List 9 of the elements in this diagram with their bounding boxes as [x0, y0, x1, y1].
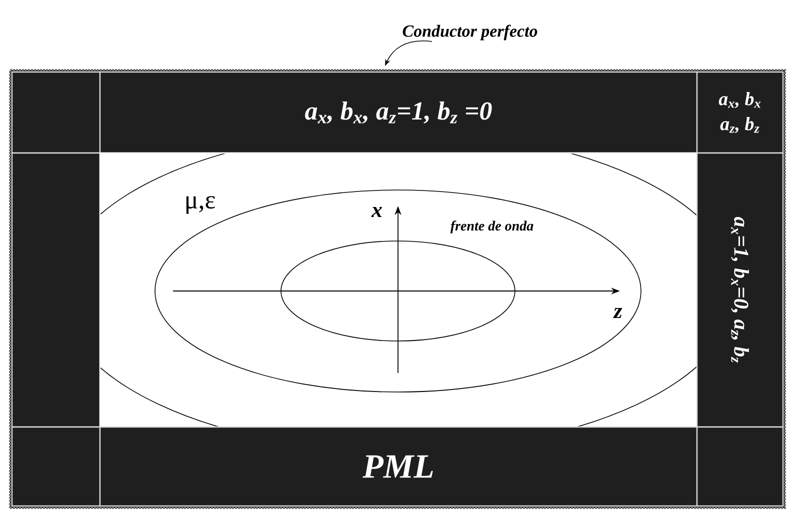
pml-band: a$_{x}$, b$_{x}$ a$_{z}$, b$_{z}$: [696, 71, 784, 154]
axis-label: x: [371, 206, 382, 218]
axis-label: z: [613, 308, 622, 318]
wavefront-label: frente de onda: [450, 220, 534, 234]
pml-corner: [11, 71, 101, 154]
pml-corner: [696, 426, 784, 507]
pml-corner: [11, 426, 101, 507]
medium-label: μ,ε: [186, 196, 215, 214]
callout-text: Conductor perfecto: [402, 24, 538, 40]
